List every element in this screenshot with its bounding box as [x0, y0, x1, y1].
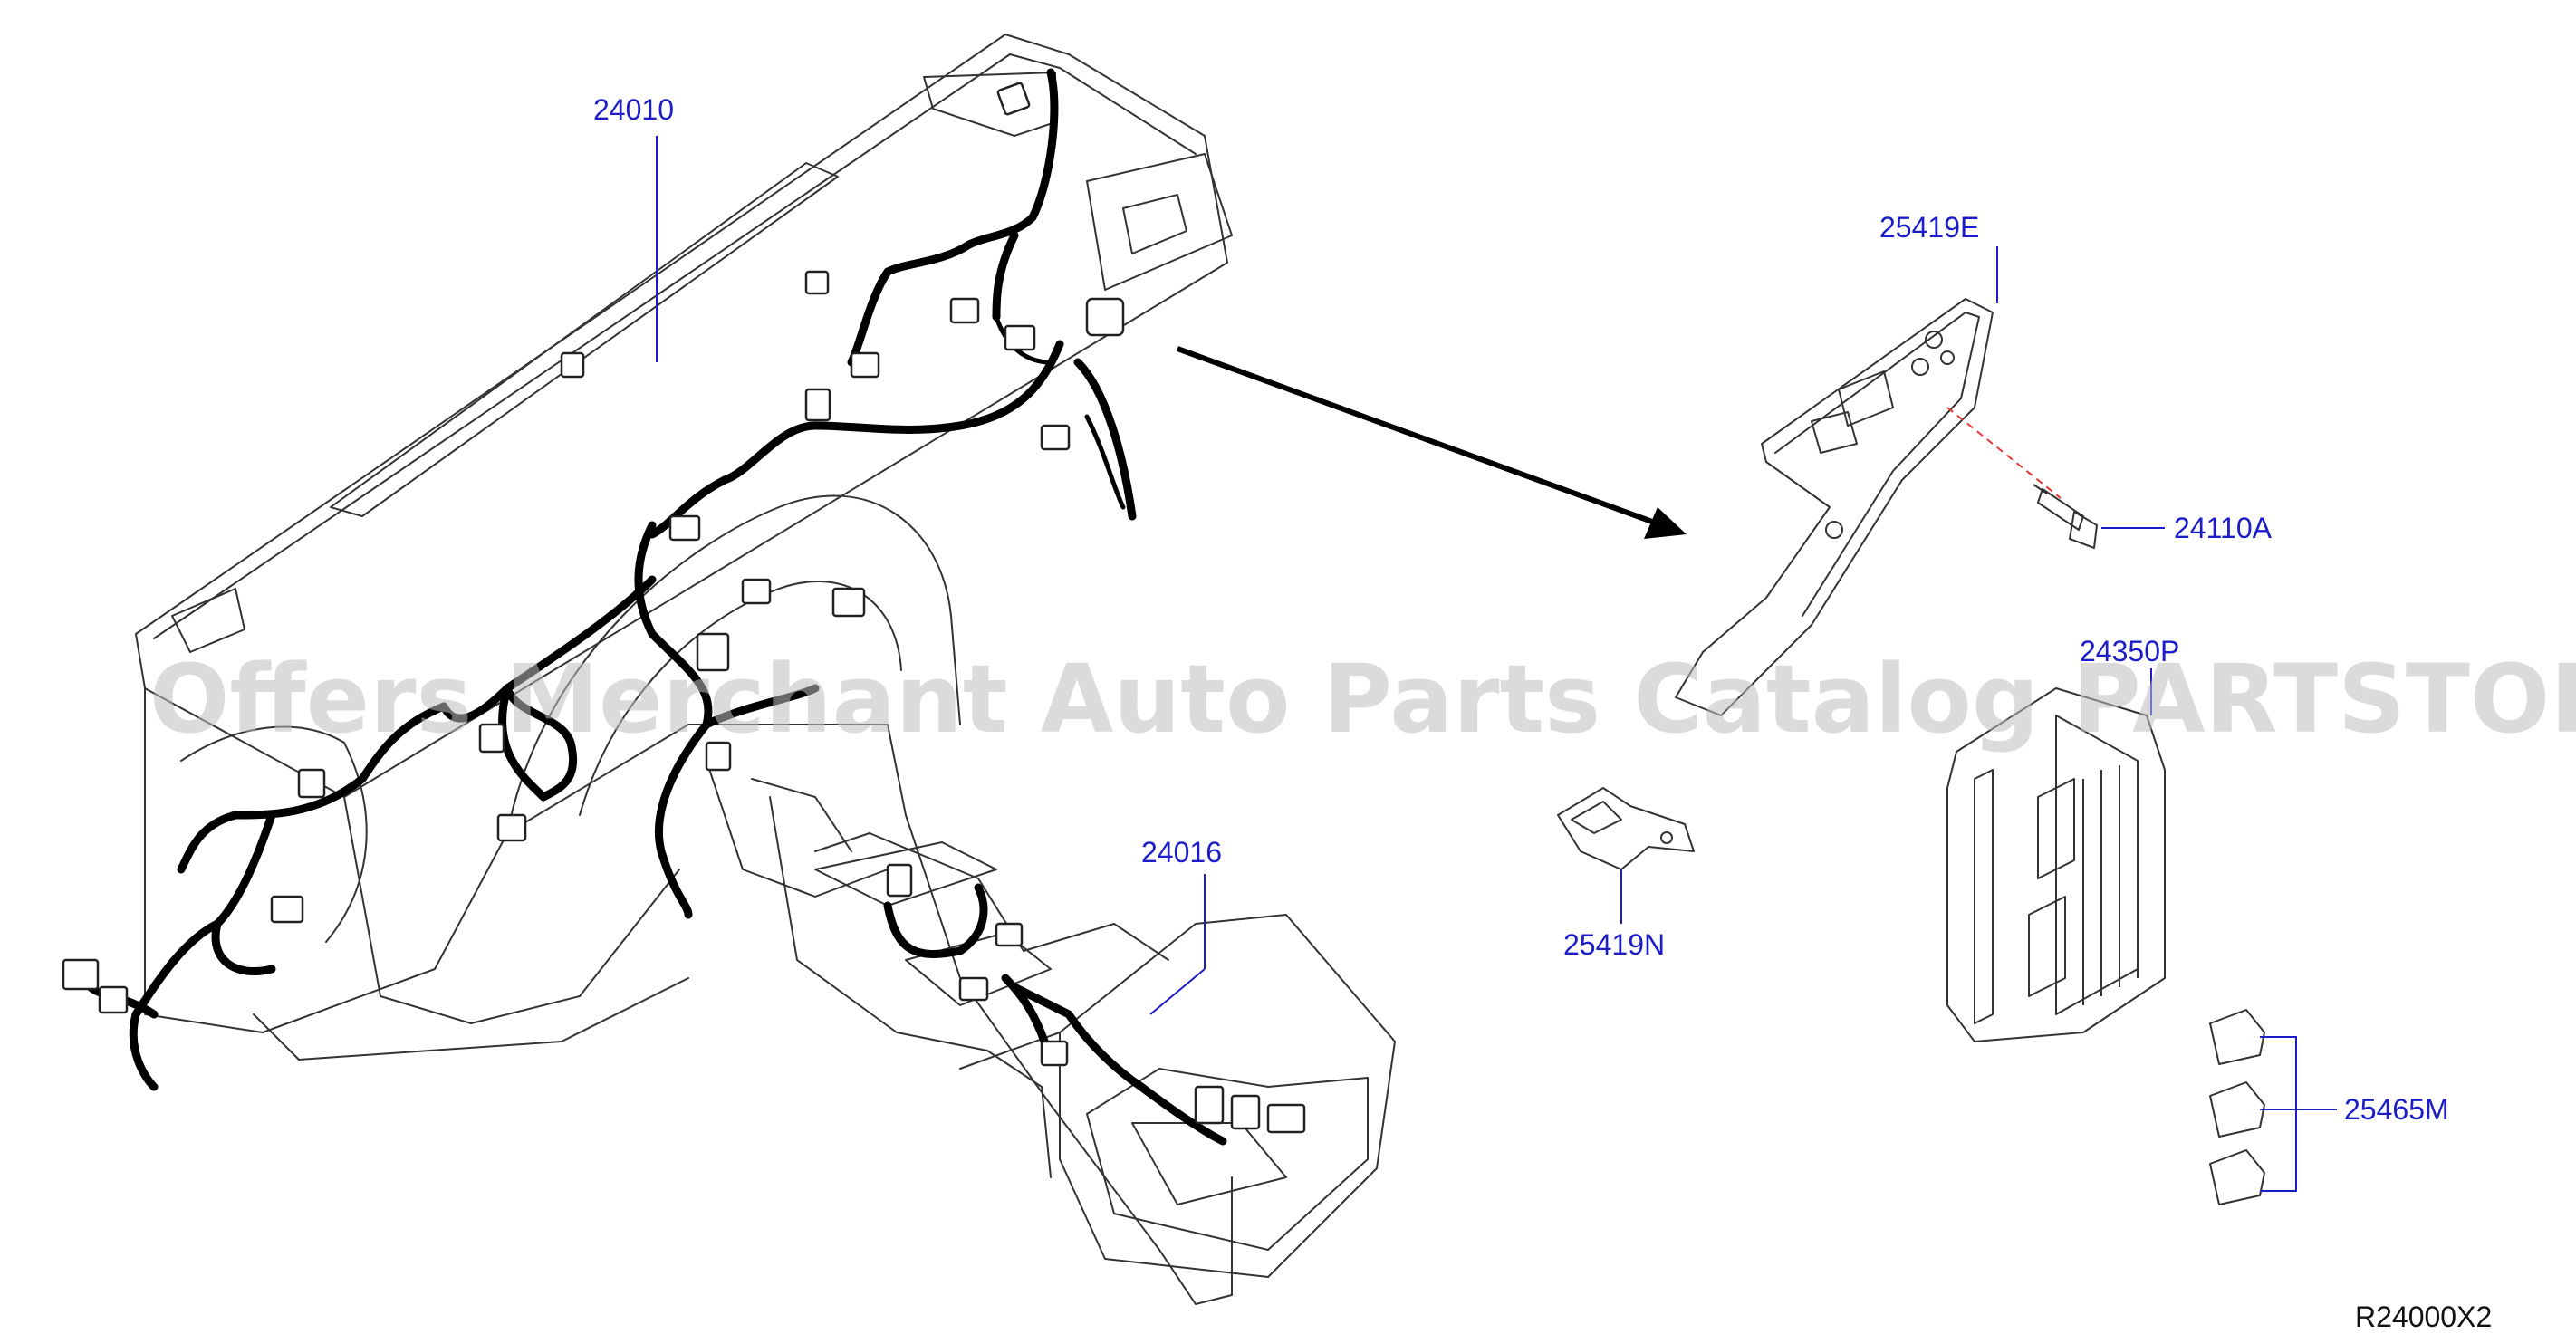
part-label-24110a[interactable]: 24110A — [2174, 512, 2273, 544]
leader-lines — [656, 136, 2337, 1192]
bracket-25419n-drawing — [1557, 787, 1695, 870]
part-label-24010[interactable]: 24010 — [593, 93, 674, 126]
part-label-24016[interactable]: 24016 — [1141, 836, 1222, 869]
bolt-24110a-drawing — [2033, 484, 2098, 549]
part-label-25419n[interactable]: 25419N — [1563, 928, 1665, 961]
diagram-reference-code: R24000X2 — [2355, 1301, 2492, 1333]
harness-connectors — [62, 82, 1306, 1134]
part-label-25465m[interactable]: 25465M — [2344, 1093, 2449, 1126]
fuse-slot-rows — [2082, 761, 2139, 1005]
bracket-25419e-drawing — [1675, 298, 2062, 716]
fuses-25465m-drawing — [2209, 1009, 2265, 1205]
watermark-text: Offers Merchant Auto Parts Catalog PARTS… — [149, 644, 2576, 754]
part-label-25419e[interactable]: 25419E — [1879, 211, 1979, 244]
part-label-24350p[interactable]: 24350P — [2080, 635, 2179, 667]
junction-block-24350p-drawing — [1946, 687, 2166, 1042]
direction-arrow — [1176, 346, 1687, 539]
